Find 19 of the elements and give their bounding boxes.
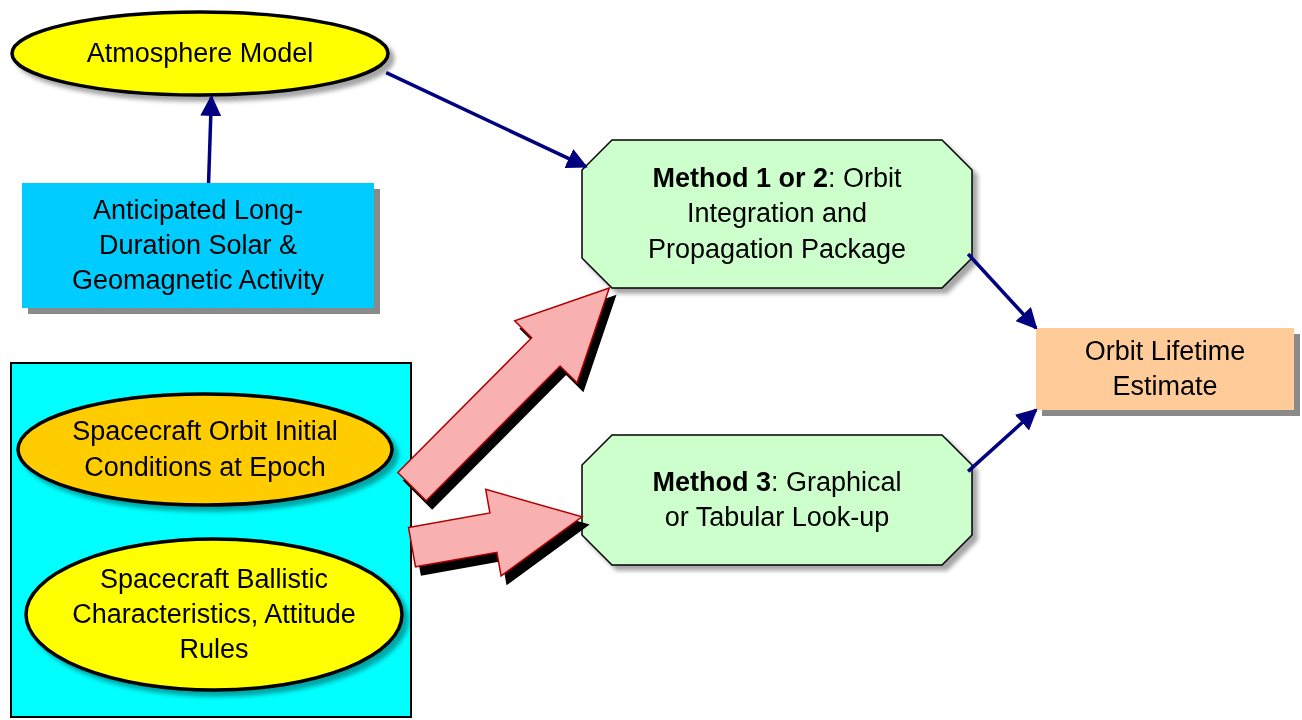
group-panel bbox=[10, 362, 412, 718]
octagon-node bbox=[582, 140, 972, 288]
arrow bbox=[966, 408, 1038, 473]
ellipse-node bbox=[16, 392, 394, 507]
node-label: Spacecraft Orbit Initial Conditions at Epoch bbox=[71, 415, 339, 484]
node-label: Atmosphere Model bbox=[86, 36, 314, 70]
arrow bbox=[385, 71, 588, 169]
node-label: Method 3: Graphical or Tabular Look-up bbox=[651, 465, 903, 534]
node-label: Orbit Lifetime Estimate bbox=[1083, 334, 1247, 403]
ellipse-node bbox=[24, 537, 404, 692]
node-label: Method 1 or 2: Orbit Integration and Propagation Package bbox=[646, 162, 908, 266]
block-arrow bbox=[396, 286, 611, 502]
arrow bbox=[966, 252, 1038, 330]
node-label: Spacecraft Ballistic Characteristics, Attitude Rules bbox=[71, 562, 357, 667]
ellipse-node bbox=[10, 10, 390, 97]
octagon-node bbox=[582, 435, 972, 565]
node-label: Anticipated Long-Duration Solar & Geomagnetic Activity bbox=[70, 193, 326, 298]
block-arrow bbox=[407, 488, 584, 578]
arrow bbox=[200, 94, 222, 184]
